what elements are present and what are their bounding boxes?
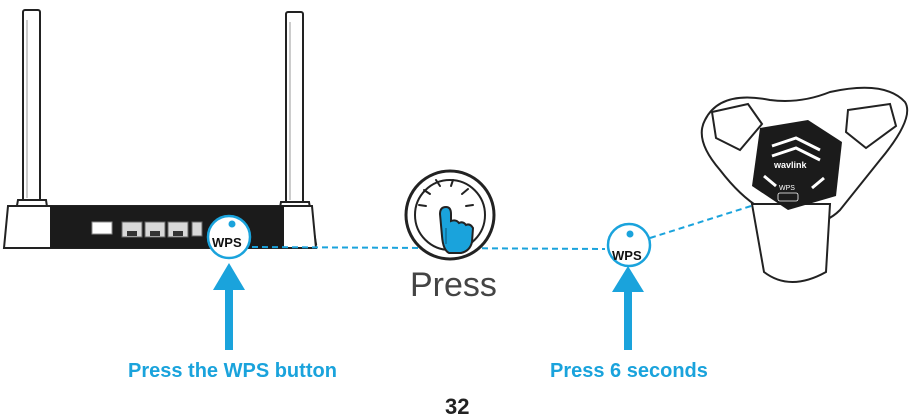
caption-left: Press the WPS button <box>128 360 337 382</box>
extender-vents <box>763 136 825 190</box>
press-rays <box>418 179 474 207</box>
extender-wps-label: WPS <box>612 248 642 263</box>
wps-led-icon <box>228 220 236 228</box>
router-wps-button[interactable] <box>206 214 252 260</box>
extender-body-wps-label: WPS <box>779 185 795 192</box>
router-antenna-left <box>22 9 41 204</box>
power-jack <box>191 221 203 237</box>
wps-led-icon <box>626 230 634 238</box>
arrow-up-icon <box>213 263 245 350</box>
arrow-up-icon <box>612 266 644 350</box>
extender-base <box>750 203 832 283</box>
usb-port <box>91 221 113 235</box>
extender <box>700 86 909 283</box>
router-wps-label: WPS <box>212 235 242 250</box>
ethernet-ports <box>121 221 189 238</box>
extender-fin-right <box>844 102 898 150</box>
router <box>2 9 318 249</box>
page-number: 32 <box>445 394 470 419</box>
press-icon <box>404 169 496 261</box>
extender-brand-logo: wavlink <box>774 160 807 170</box>
extender-center-panel <box>752 120 842 210</box>
connection-line <box>251 246 606 250</box>
router-antenna-right <box>285 11 304 206</box>
finger-press-icon <box>438 205 475 254</box>
wps-diagram: WPS WPS Press wavlink WPS Press the WPS … <box>2 9 909 419</box>
diagram-graphics <box>2 9 909 350</box>
extender-wps-button[interactable] <box>606 222 652 268</box>
extender-body-wps-button <box>777 192 799 202</box>
press-label: Press <box>410 266 497 304</box>
extender-fin-left <box>710 102 764 152</box>
caption-right: Press 6 seconds <box>550 360 708 382</box>
connection-line-extender <box>649 199 771 239</box>
